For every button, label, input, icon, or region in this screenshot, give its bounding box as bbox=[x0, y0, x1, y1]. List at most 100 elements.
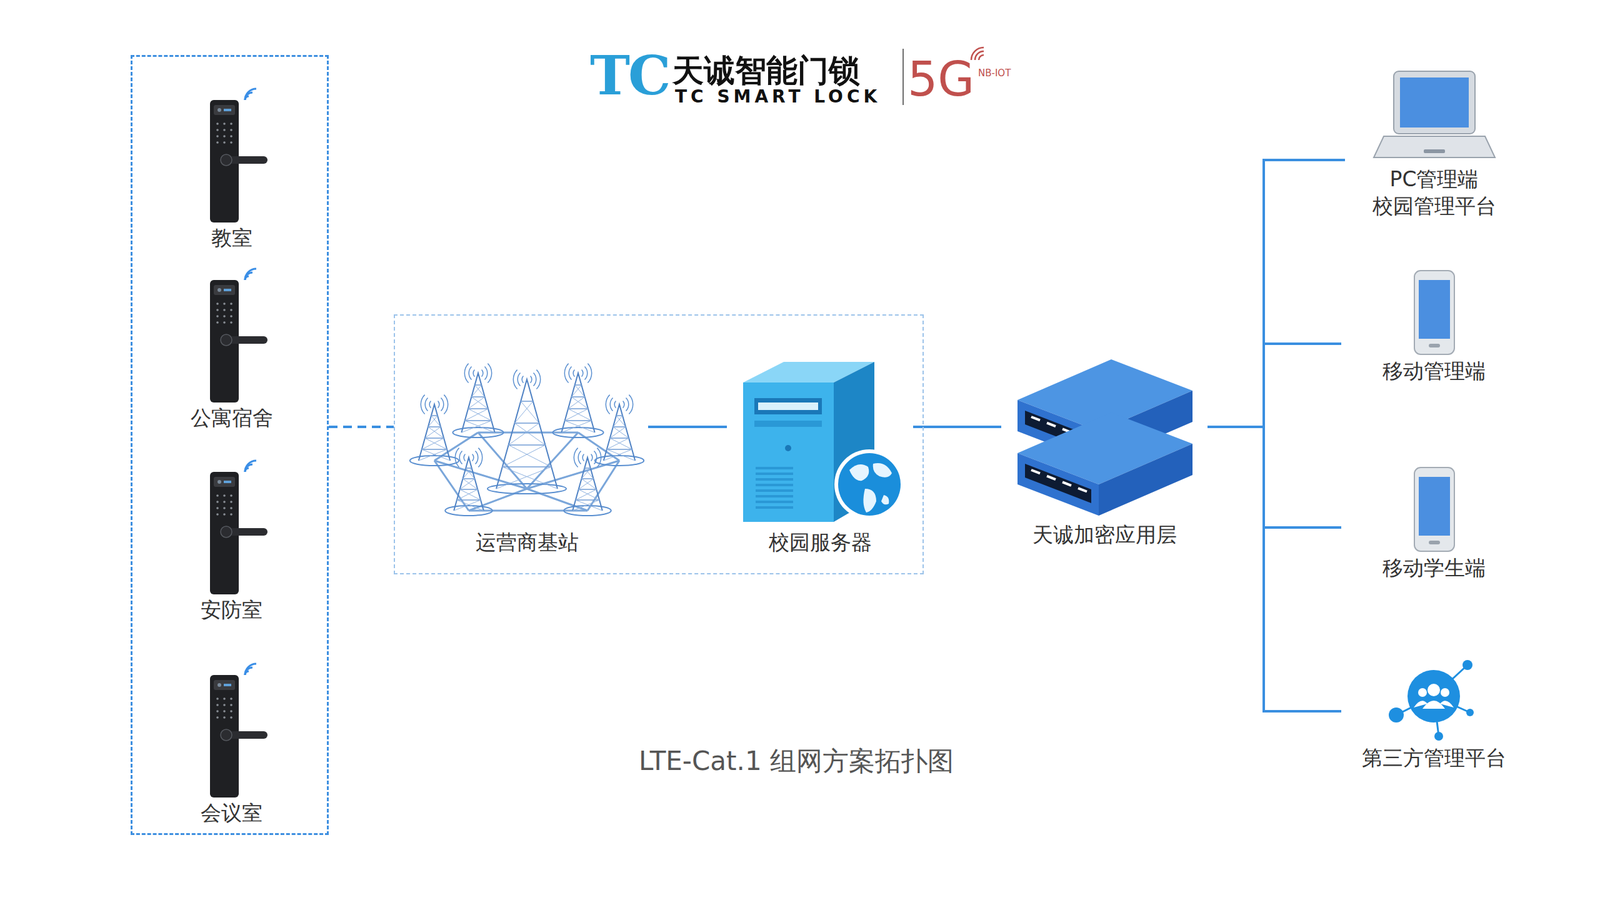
base-station-towers-part bbox=[465, 408, 489, 421]
base-station-towers-part bbox=[475, 385, 485, 397]
base-station-towers-part bbox=[561, 373, 595, 433]
base-station-towers-part bbox=[508, 445, 552, 467]
mobile-phone-icon-part bbox=[1428, 540, 1440, 545]
third-party-platform-icon-part bbox=[1427, 683, 1440, 697]
base-station-towers-part bbox=[536, 370, 540, 390]
base-station-towers-part bbox=[428, 426, 441, 428]
base-station-towers-part bbox=[594, 451, 597, 465]
base-station-towers-part bbox=[520, 401, 539, 424]
smart-lock-icon-part bbox=[230, 128, 233, 132]
smart-lock-icon-part bbox=[223, 108, 232, 112]
smart-lock-icon-part bbox=[216, 500, 219, 504]
base-station-towers-part bbox=[456, 500, 484, 511]
base-station-towers-part bbox=[572, 457, 603, 511]
node-label: 第三方管理平台 bbox=[1341, 745, 1527, 772]
base-station-towers-part bbox=[578, 489, 600, 500]
base-station-towers-part bbox=[628, 395, 633, 415]
smart-lock-icon bbox=[191, 87, 273, 225]
base-station-towers-part bbox=[453, 457, 484, 511]
node-label: 会议室 bbox=[153, 800, 310, 827]
smart-lock-icon-part bbox=[230, 697, 233, 700]
base-station-towers-part bbox=[455, 448, 459, 468]
node-label: 教室 bbox=[153, 225, 310, 252]
logo-signal-arc bbox=[975, 51, 984, 60]
smart-lock-icon-part bbox=[216, 141, 219, 144]
base-station-towers-part bbox=[605, 395, 610, 415]
base-station-towers-part bbox=[478, 432, 527, 489]
base-station-towers-part bbox=[481, 369, 484, 377]
base-station-towers-part bbox=[564, 363, 569, 384]
smart-lock-icon bbox=[191, 662, 273, 800]
mobile-phone-icon-part bbox=[1414, 467, 1455, 552]
connector-line bbox=[913, 426, 1002, 428]
base-station-towers-part bbox=[606, 438, 629, 450]
encryption-appliance bbox=[1005, 346, 1204, 522]
connector-path bbox=[1207, 426, 1342, 712]
base-station-towers-part bbox=[410, 455, 459, 466]
encryption-appliance-part bbox=[1098, 443, 1193, 516]
server-icon-part bbox=[838, 453, 901, 516]
base-station-towers-part bbox=[508, 444, 546, 446]
base-station-towers-part bbox=[421, 449, 450, 461]
node-label: 公寓宿舍 bbox=[153, 405, 310, 432]
base-station-towers-part bbox=[610, 438, 632, 450]
third-party-platform-icon-part bbox=[1462, 660, 1473, 670]
logo-text: 5G bbox=[907, 51, 975, 107]
base-station-towers-part bbox=[496, 466, 552, 489]
base-station-towers-part bbox=[431, 415, 441, 427]
base-station-towers-part bbox=[596, 448, 601, 468]
base-station-towers-part bbox=[428, 426, 444, 439]
smart-lock-icon-part bbox=[223, 288, 232, 292]
base-station-towers-part bbox=[575, 499, 600, 501]
logo-text: NB-IOT bbox=[978, 67, 1011, 79]
device-node: 天诚加密应用层 bbox=[1001, 346, 1208, 549]
smart-lock-icon-part bbox=[216, 122, 219, 125]
device-node: 会议室 bbox=[153, 662, 310, 827]
device-node: 第三方管理平台 bbox=[1341, 651, 1527, 772]
smart-lock-icon-part bbox=[213, 285, 235, 295]
connector-line bbox=[1207, 426, 1342, 712]
base-station-towers-part bbox=[616, 415, 623, 417]
server-icon-part bbox=[743, 382, 834, 522]
base-station-towers-part bbox=[563, 505, 612, 516]
smart-lock-icon-part bbox=[223, 506, 226, 510]
smart-lock-icon-part bbox=[223, 494, 226, 497]
logo-divider bbox=[902, 48, 904, 105]
base-station-towers-part bbox=[568, 396, 585, 409]
server-icon-part bbox=[834, 449, 905, 520]
base-station-towers-part bbox=[472, 453, 474, 461]
smart-lock-icon-part bbox=[230, 506, 233, 510]
mobile-phone-icon-part bbox=[1418, 280, 1450, 339]
logo-text: TC SMART LOCK bbox=[675, 86, 881, 107]
encryption-appliance-part bbox=[1017, 453, 1099, 516]
smart-lock-icon-part bbox=[217, 480, 222, 484]
base-station-towers-part bbox=[421, 448, 447, 450]
base-station-towers-part bbox=[441, 398, 444, 412]
mobile-phone-icon-part bbox=[1418, 476, 1450, 536]
smart-lock-icon-part bbox=[223, 697, 226, 700]
base-station-towers-part bbox=[478, 448, 482, 468]
server-icon-part bbox=[755, 466, 794, 470]
node-label: 运营商基站 bbox=[405, 529, 649, 557]
encryption-appliance-part bbox=[1078, 488, 1087, 492]
base-station-towers-part bbox=[572, 500, 600, 511]
smart-lock-icon-part bbox=[230, 122, 233, 125]
base-station-towers-part bbox=[575, 489, 597, 500]
server-icon-part bbox=[755, 495, 794, 498]
base-station-towers-part bbox=[462, 478, 475, 480]
smart-lock-icon-part bbox=[230, 513, 233, 516]
base-station-towers-part bbox=[561, 420, 592, 433]
base-station-towers-part bbox=[465, 420, 492, 422]
base-station-towers-part bbox=[468, 408, 489, 410]
smart-lock-icon-part bbox=[220, 334, 232, 346]
base-station-towers-part bbox=[587, 363, 592, 384]
base-station-towers-part bbox=[460, 488, 479, 490]
smart-lock-icon-part bbox=[245, 88, 257, 100]
base-station-towers-part bbox=[571, 396, 589, 409]
base-station-towers-part bbox=[425, 426, 441, 439]
base-station-towers bbox=[409, 354, 645, 530]
smart-lock-icon-part bbox=[230, 135, 233, 138]
third-party-platform-icon-part bbox=[1413, 700, 1428, 708]
base-station-towers-part bbox=[610, 426, 626, 439]
base-station-towers-part bbox=[614, 400, 616, 408]
